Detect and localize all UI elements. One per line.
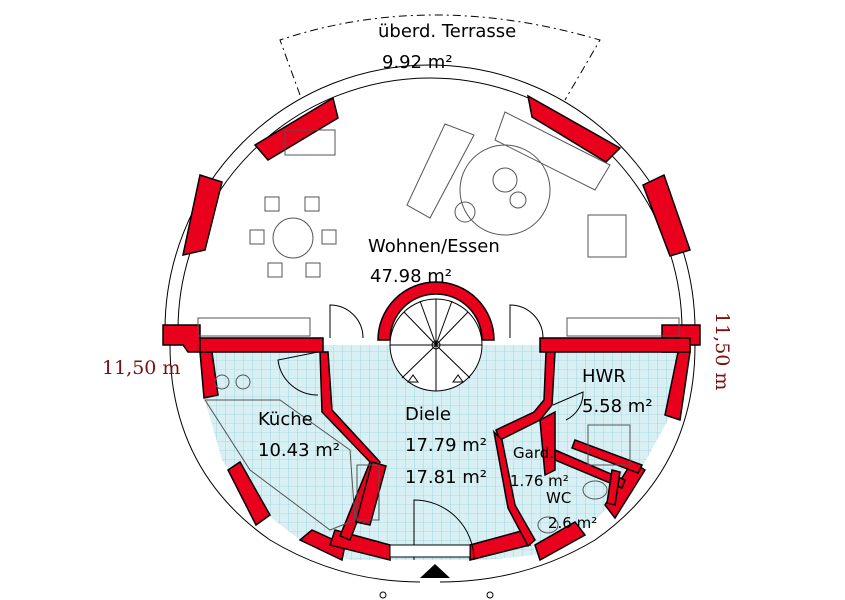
terrace-outline [279,14,601,101]
doors [277,304,584,561]
sofa [284,111,627,258]
terrace-name: überd. Terrasse [378,21,516,42]
dimension-right: 11,50 m [711,312,733,390]
diele-area-1: 17.79 m² [405,435,487,456]
partition-wall [199,337,324,353]
wohnen-area: 47.98 m² [370,266,452,287]
hwr-area: 5.58 m² [582,396,653,417]
gard-name: Gard. [513,444,554,462]
kueche-area: 10.43 m² [258,440,340,461]
entrance-arrow-icon [420,564,450,578]
sideboards [197,317,680,337]
wc-name: WC [546,489,571,507]
wc-area: 2.6 m² [548,514,597,532]
dining-table [249,196,337,278]
gard-area: 1.76 m² [510,472,569,490]
kueche-name: Küche [258,409,313,430]
terrace-area: 9.92 m² [382,52,453,73]
kitchen-fixtures [204,374,380,531]
wohnen-name: Wohnen/Essen [368,236,500,257]
bathroom-fixtures [537,424,631,534]
dimension-left: 11,50 m [102,357,180,379]
spiral-stair-icon [377,281,495,392]
hwr-name: HWR [582,366,626,387]
diele-name: Diele [405,404,451,425]
diele-area-2: 17.81 m² [405,467,487,488]
